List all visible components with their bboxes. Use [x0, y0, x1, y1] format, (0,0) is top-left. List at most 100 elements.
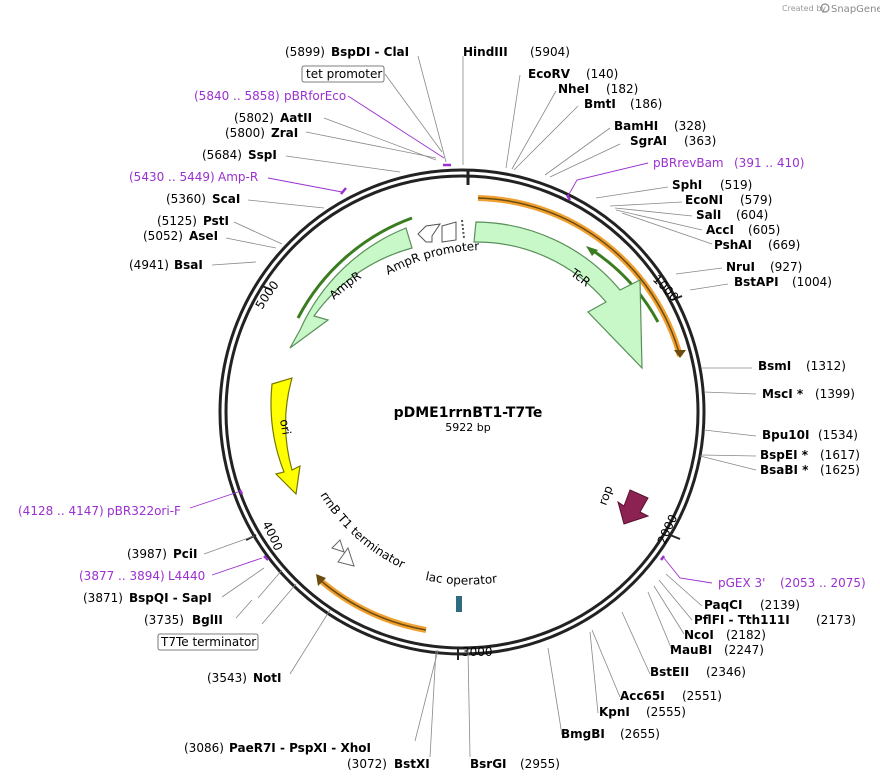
primer-pbr322ori-f: (4128 .. 4147) pBR322ori-F	[18, 504, 181, 518]
site-sgrai: SgrAI (363)	[630, 134, 716, 148]
svg-text:(2173): (2173)	[816, 613, 856, 627]
svg-text:PshAI: PshAI	[714, 238, 752, 252]
svg-text:ZraI: ZraI	[271, 126, 298, 140]
site-bspei: BspEI * (1617)	[760, 448, 860, 462]
svg-text:(1617): (1617)	[820, 448, 860, 462]
svg-text:(5684): (5684)	[202, 148, 242, 162]
svg-text:(3086): (3086)	[184, 741, 224, 755]
svg-text:PaeR7I - PspXI - XhoI: PaeR7I - PspXI - XhoI	[229, 741, 371, 755]
svg-text:(604): (604)	[736, 208, 768, 222]
svg-text:(3735): (3735)	[144, 613, 184, 627]
svg-text:(186): (186)	[630, 97, 662, 111]
svg-text:(5899): (5899)	[285, 45, 325, 59]
plasmid-name: pDME1rrnBT1-T7Te	[394, 405, 543, 421]
svg-text:EcoNI: EcoNI	[685, 193, 723, 207]
svg-text:HindIII: HindIII	[463, 45, 508, 59]
feature-green-arc-tcr	[586, 246, 660, 323]
svg-text:(5360): (5360)	[166, 192, 206, 206]
feature-orange-arc-right	[477, 195, 686, 358]
svg-text:BmtI: BmtI	[584, 97, 616, 111]
site-paer7i-pspxi-xhoi: (3086) PaeR7I - PspXI - XhoI	[184, 741, 371, 755]
svg-text:Acc65I: Acc65I	[620, 689, 665, 703]
svg-text:(1625): (1625)	[820, 463, 860, 477]
svg-text:PciI: PciI	[173, 547, 198, 561]
svg-text:(605): (605)	[748, 223, 780, 237]
svg-text:AccI: AccI	[706, 223, 734, 237]
snapgene-credit: Created by SnapGene	[782, 3, 880, 15]
label-tet-promoter: tet promoter	[301, 65, 385, 83]
site-pflfi-tth111i: PflFI - Tth111I (2173)	[694, 613, 856, 627]
feature-small-promoter-marks	[461, 219, 465, 239]
svg-text:NheI: NheI	[558, 82, 589, 96]
plasmid-length: 5922 bp	[445, 421, 490, 434]
svg-text:SnapGene: SnapGene	[831, 4, 880, 15]
site-zrai: (5800) ZraI	[225, 126, 298, 140]
feature-green-arc-ampr	[296, 216, 413, 319]
feature-lac-operator	[456, 596, 462, 612]
site-acc65i: Acc65I (2551)	[620, 689, 722, 703]
svg-text:BspQI - SapI: BspQI - SapI	[129, 591, 212, 605]
site-sphi: SphI (519)	[672, 178, 752, 192]
feature-ampr-promoter-arrow	[417, 221, 457, 243]
feature-ori-arrow	[270, 377, 301, 496]
primer-leader-lines	[189, 95, 713, 584]
site-pshai: PshAI (669)	[714, 238, 800, 252]
tick-label-3000: 3000	[462, 645, 493, 659]
svg-text:EcoRV: EcoRV	[528, 67, 571, 81]
svg-text:SspI: SspI	[248, 148, 277, 162]
primer-pbrforeco: (5840 .. 5858) pBRforEco	[194, 89, 346, 103]
primer-marks	[238, 163, 665, 561]
svg-text:(5800): (5800)	[225, 126, 265, 140]
svg-text:(140): (140)	[586, 67, 618, 81]
site-sali: SalI (604)	[696, 208, 768, 222]
feature-rrnb-terminator	[331, 539, 355, 567]
site-bsai: (4941) BsaI	[129, 258, 203, 272]
primer-amp-r: (5430 .. 5449) Amp-R	[129, 170, 258, 184]
svg-text:tet promoter: tet promoter	[306, 67, 382, 81]
svg-text:(182): (182)	[606, 82, 638, 96]
site-hindiii: HindIII (5904)	[463, 45, 570, 59]
site-sspi: (5684) SspI	[202, 148, 277, 162]
svg-text:AseI: AseI	[189, 229, 218, 243]
svg-text:(2346): (2346)	[706, 665, 746, 679]
svg-text:PstI: PstI	[203, 214, 229, 228]
svg-text:NcoI: NcoI	[684, 628, 714, 642]
svg-text:BstXI: BstXI	[394, 757, 430, 771]
svg-text:T7Te terminator: T7Te terminator	[160, 635, 256, 649]
site-bmti: BmtI (186)	[584, 97, 662, 111]
svg-text:(519): (519)	[720, 178, 752, 192]
svg-text:AatII: AatII	[280, 111, 312, 125]
snapgene-logo-icon	[820, 3, 830, 13]
svg-text:(4941): (4941)	[129, 258, 169, 272]
site-ecorv: EcoRV (140)	[528, 67, 618, 81]
site-maubi: MauBI (2247)	[670, 643, 764, 657]
site-psti: (5125) PstI	[157, 214, 229, 228]
primer-pbrrevbam: pBRrevBam (391 .. 410)	[653, 156, 804, 170]
svg-text:(2139): (2139)	[760, 598, 800, 612]
feature-label-ori: ori	[277, 418, 293, 436]
svg-text:(3871): (3871)	[83, 591, 123, 605]
site-ncoi: NcoI (2182)	[684, 628, 766, 642]
svg-text:(391 .. 410): (391 .. 410)	[734, 156, 804, 170]
svg-text:SalI: SalI	[696, 208, 721, 222]
svg-text:(1312): (1312)	[806, 359, 846, 373]
svg-text:L4440: L4440	[168, 569, 205, 583]
site-kpni: KpnI (2555)	[599, 705, 686, 719]
site-bspdi-clai: (5899) BspDI - ClaI	[285, 45, 409, 59]
site-bsrgi: BsrGI (2955)	[470, 757, 560, 771]
svg-text:BspDI - ClaI: BspDI - ClaI	[331, 45, 409, 59]
svg-text:(2551): (2551)	[682, 689, 722, 703]
svg-text:(363): (363)	[684, 134, 716, 148]
site-econi: EcoNI (579)	[685, 193, 772, 207]
svg-text:(2555): (2555)	[646, 705, 686, 719]
svg-text:(3543): (3543)	[207, 671, 247, 685]
svg-text:(3987): (3987)	[127, 547, 167, 561]
svg-text:(2247): (2247)	[724, 643, 764, 657]
primer-l4440: (3877 .. 3894) L4440	[79, 569, 205, 583]
svg-text:(927): (927)	[770, 260, 802, 274]
svg-text:PaqCI: PaqCI	[704, 598, 742, 612]
tick-label-2000: 2000	[655, 512, 681, 546]
feature-label-rrnb: rrnB T1 terminator	[317, 489, 407, 571]
site-noti: (3543) NotI	[207, 671, 282, 685]
svg-text:pBRforEco: pBRforEco	[284, 89, 346, 103]
